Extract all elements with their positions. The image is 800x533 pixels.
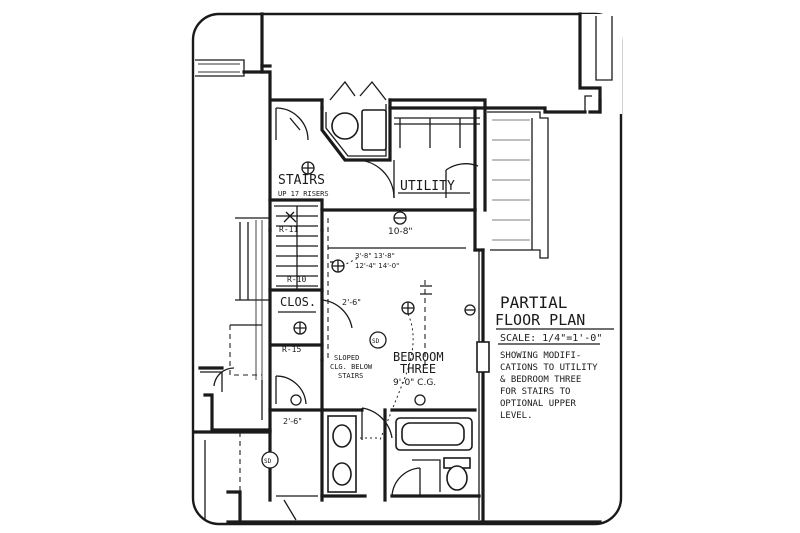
plan-scale: SCALE: 1/4"=1'-0" [500, 333, 602, 344]
note-line-5: OPTIONAL UPPER [500, 399, 576, 409]
note-line-3: & BEDROOM THREE [500, 375, 581, 385]
ceiling-dim-label: 10-8" [388, 227, 413, 237]
note-line-2: CATIONS TO UTILITY [500, 363, 598, 373]
closet: CLOS. R-15 [268, 228, 353, 362]
sloped-label-1: SLOPED [334, 354, 359, 362]
drawing-border [191, 12, 623, 526]
upper-walls [195, 12, 487, 232]
bedroom-size-label: 9'-0" C.G. [393, 378, 436, 388]
clos-dim-label: 2'-6" [342, 298, 361, 307]
bed-dim-label: 3'-8" 13'-8" [355, 252, 395, 260]
sloped-label-3: STAIRS [338, 372, 363, 380]
bathroom [320, 408, 481, 502]
sink-icon-2 [332, 462, 352, 486]
hall-dim-label: 2'-6" [283, 417, 302, 426]
r11-label: R-11 [279, 225, 298, 234]
stairs: STAIRS UP 17 RISERS R-10 R-11 [235, 173, 329, 502]
r15-label: R-15 [282, 345, 301, 354]
r10-label: R-10 [287, 275, 306, 284]
laundry-alcove [320, 80, 392, 162]
note-line-4: FOR STAIRS TO [500, 387, 570, 397]
note-line-1: SHOWING MODIFI- [500, 351, 581, 361]
sink-icon [332, 424, 352, 448]
utility-label: UTILITY [400, 179, 455, 194]
toilet-icon [446, 465, 468, 491]
smoke-detector-icon [261, 451, 279, 469]
smoke-detector-bed-label: SD [372, 338, 380, 345]
stairs-sub-label: UP 17 RISERS [278, 190, 329, 198]
dryer-icon [361, 109, 387, 151]
bedroom-three: 10-8" 3'-8" 13'-8" 12'-4" 14'-0" SD 2'-6… [320, 208, 490, 522]
title-block: PARTIAL FLOOR PLAN SCALE: 1/4"=1'-0" SHO… [495, 293, 614, 421]
hallway: 2'-6" [268, 358, 324, 521]
deck [483, 95, 592, 259]
smoke-detector-label: SD [264, 458, 272, 465]
utility-room: UTILITY [388, 106, 487, 212]
exterior-corner [578, 12, 613, 114]
hall-light-icon [290, 394, 302, 406]
plan-title-2: FLOOR PLAN [495, 311, 585, 329]
closet-label: CLOS. [280, 295, 316, 309]
bed-dim2-label: 12'-4" 14'-0" [355, 262, 399, 270]
smoke-detector-icon [369, 331, 387, 349]
hall-door [275, 107, 395, 199]
stair-light [301, 161, 315, 175]
note-line-6: LEVEL. [500, 411, 533, 421]
bedroom-label-2: THREE [400, 362, 436, 376]
bedroom-label-1: BEDROOM [393, 350, 444, 364]
stairs-label: STAIRS [278, 173, 325, 188]
plan-title-1: PARTIAL [500, 293, 567, 312]
washer-icon [331, 112, 359, 140]
sloped-label-2: CLG. BELOW [330, 363, 373, 371]
left-wing: SD [193, 324, 279, 522]
